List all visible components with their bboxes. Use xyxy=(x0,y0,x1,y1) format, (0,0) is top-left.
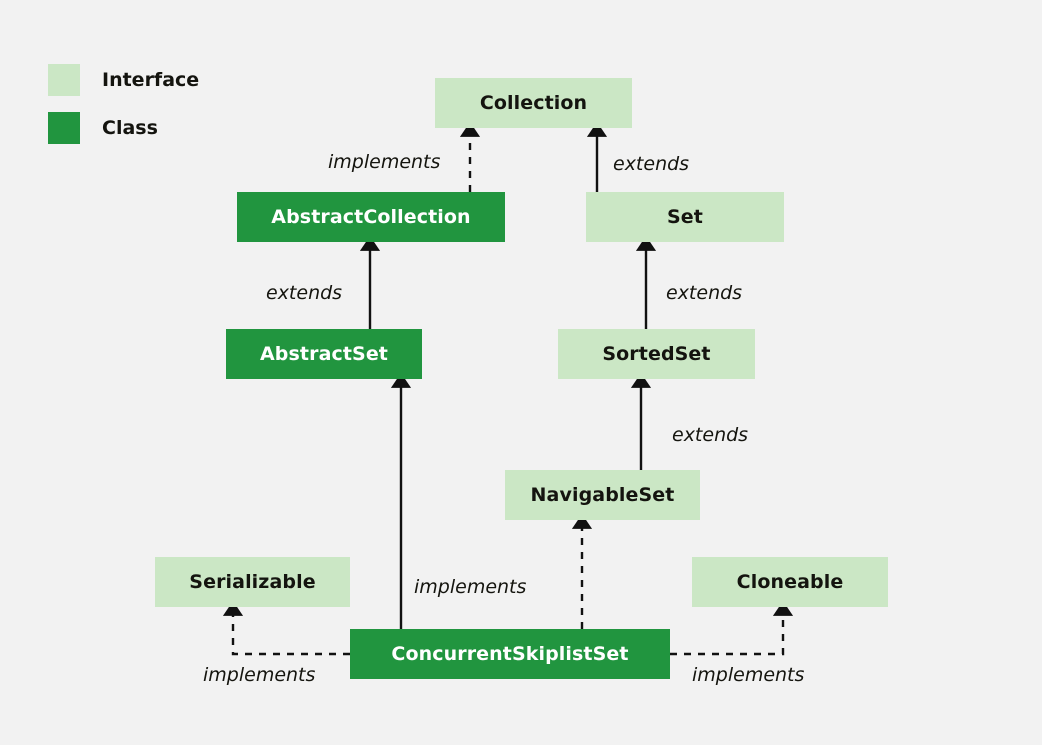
legend-swatch-class xyxy=(48,112,80,144)
edge-css-implements-cloneable xyxy=(670,601,794,656)
node-label: Set xyxy=(667,206,703,228)
legend: Interface Class xyxy=(48,62,308,158)
edge-label-abstractcollection-implements-collection: implements xyxy=(328,151,441,173)
node-label: SortedSet xyxy=(602,343,711,365)
edge-label-abstractset-extends-abstractcollection: extends xyxy=(266,282,343,304)
node-label: ConcurrentSkiplistSet xyxy=(391,643,629,665)
node-label: NavigableSet xyxy=(530,484,675,506)
node-sorted-set[interactable]: SortedSet xyxy=(558,329,755,379)
edge-label-navigableset-extends-sortedset: extends xyxy=(672,424,749,446)
edge-label-sortedset-extends-set: extends xyxy=(666,282,743,304)
node-label: AbstractSet xyxy=(260,343,388,365)
node-label: AbstractCollection xyxy=(271,206,471,228)
edge-label-css-implements-serializable: implements xyxy=(203,664,316,686)
node-label: Collection xyxy=(479,92,588,114)
node-set[interactable]: Set xyxy=(586,192,784,242)
node-label: Cloneable xyxy=(736,571,844,593)
legend-swatch-interface xyxy=(48,64,80,96)
node-serializable[interactable]: Serializable xyxy=(155,557,350,607)
node-abstract-set[interactable]: AbstractSet xyxy=(226,329,422,379)
node-concurrent-skiplist-set[interactable]: ConcurrentSkiplistSet xyxy=(350,629,670,679)
node-navigable-set[interactable]: NavigableSet xyxy=(505,470,700,520)
edge-label-set-extends-collection: extends xyxy=(613,153,690,175)
edge-label-css-implements-cloneable: implements xyxy=(692,664,805,686)
node-collection[interactable]: Collection xyxy=(435,78,632,128)
legend-label-interface: Interface xyxy=(102,69,200,91)
legend-item-interface: Interface xyxy=(48,62,308,98)
legend-item-class: Class xyxy=(48,110,308,146)
edge-label-css-implements-abstractset: implements xyxy=(414,576,527,598)
node-cloneable[interactable]: Cloneable xyxy=(692,557,888,607)
node-label: Serializable xyxy=(189,571,316,593)
legend-label-class: Class xyxy=(102,117,158,139)
edge-css-implements-serializable xyxy=(222,601,350,656)
node-abstract-collection[interactable]: AbstractCollection xyxy=(237,192,505,242)
